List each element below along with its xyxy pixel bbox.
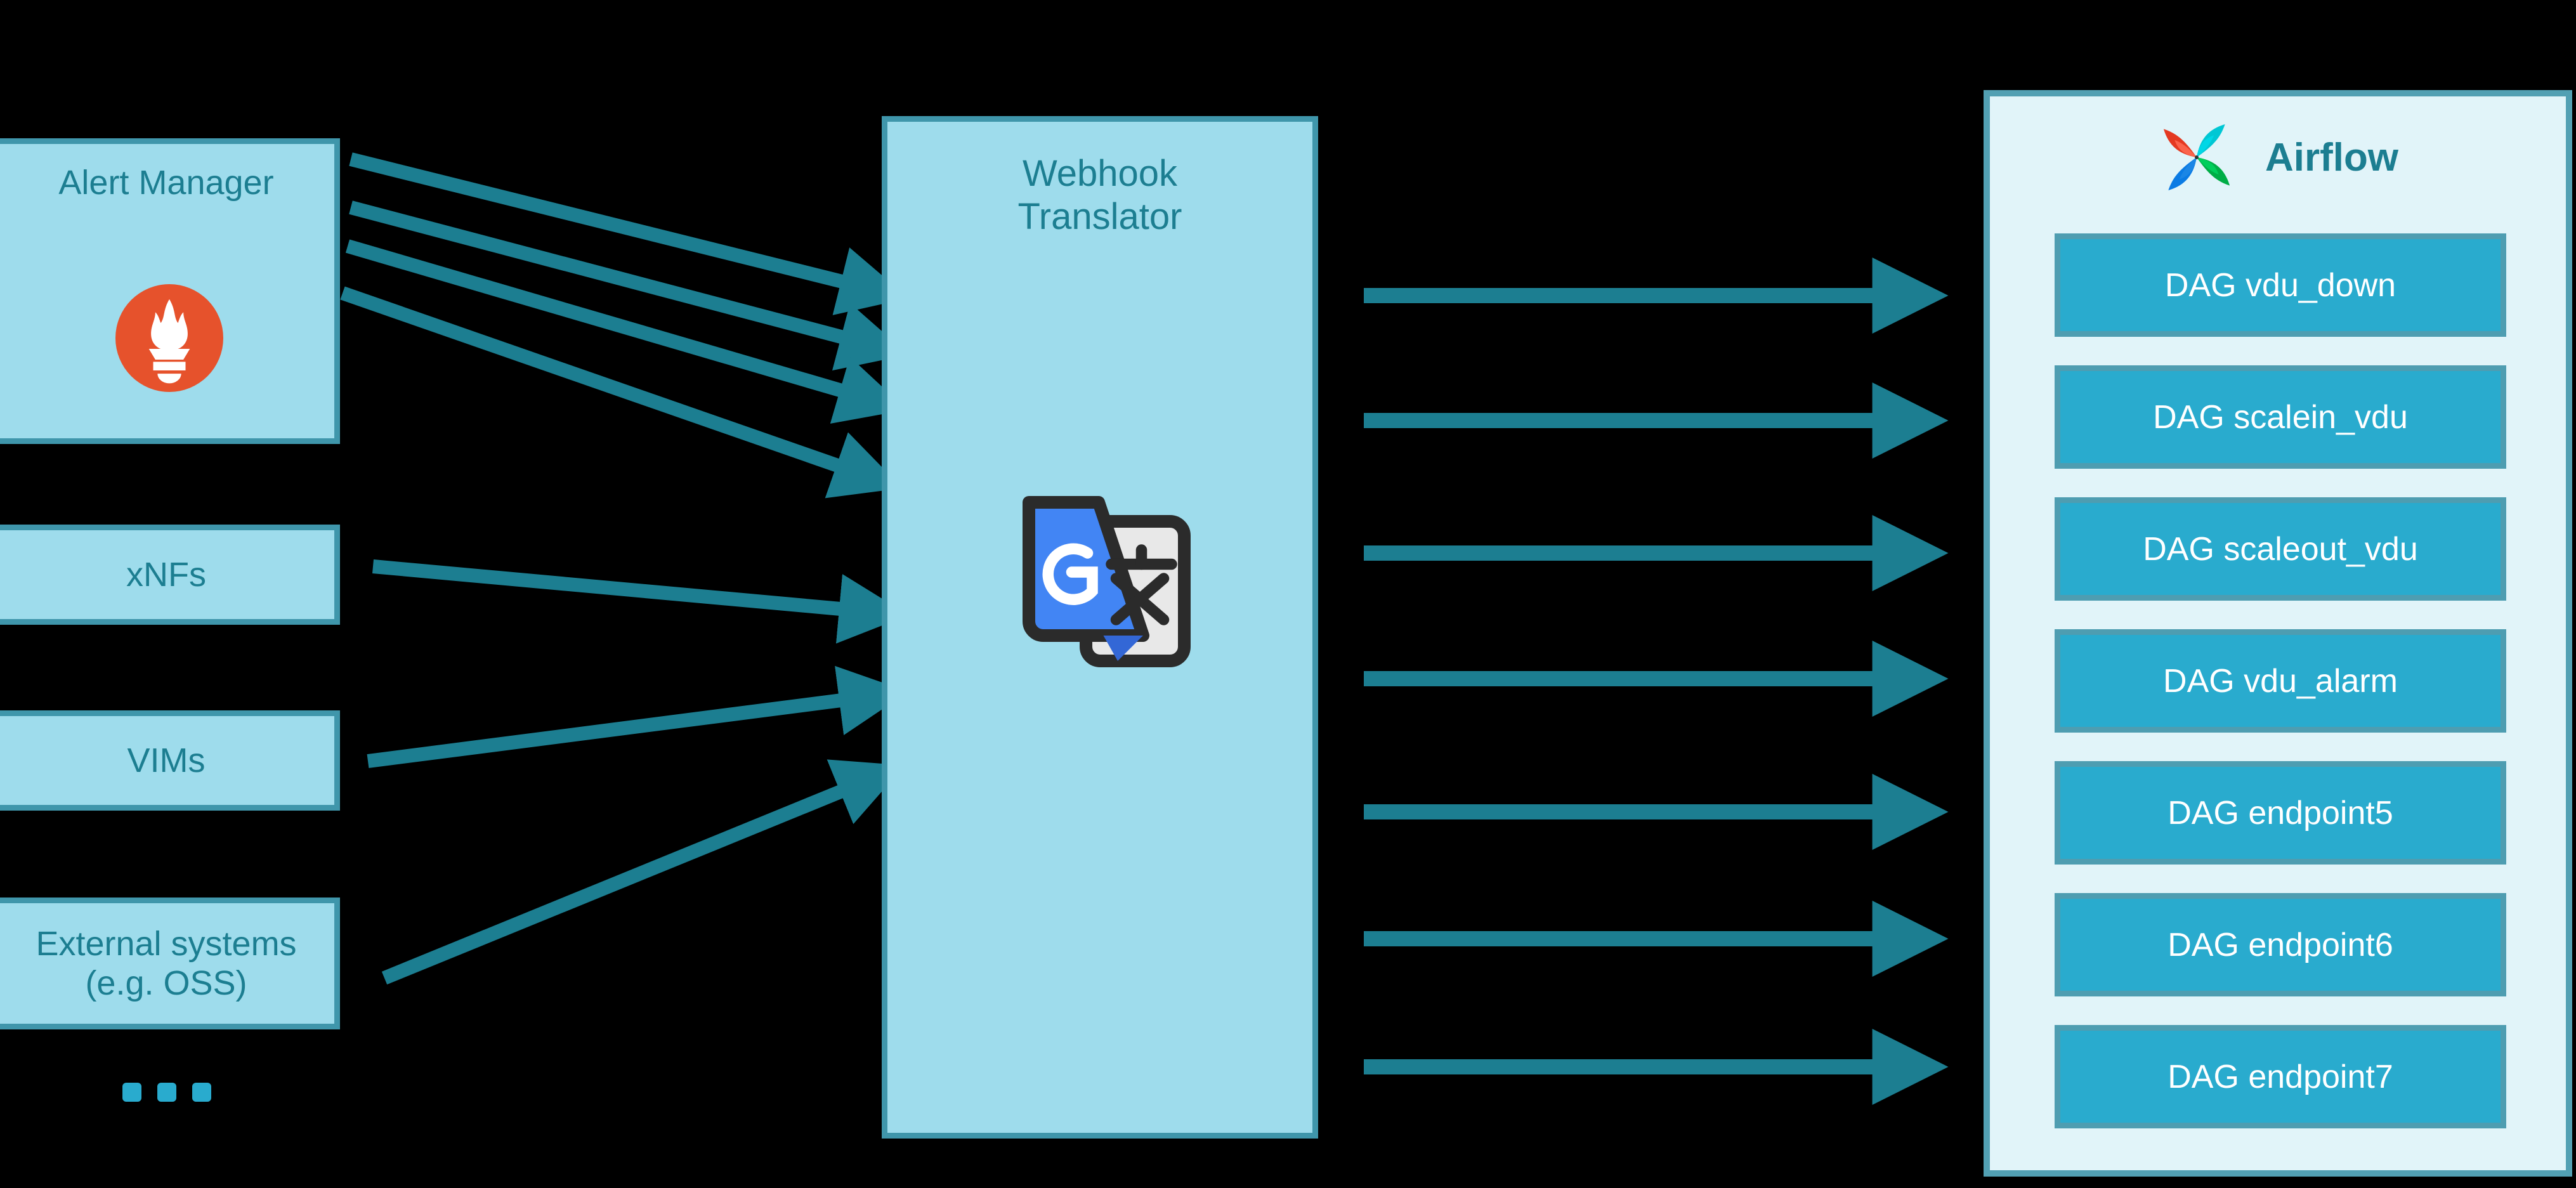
arrow-alertmanager-3 [345,239,907,424]
airflow-title: Airflow [2265,135,2399,180]
dag-label: DAG vdu_down [2164,266,2396,304]
dag-box-endpoint7[interactable]: DAG endpoint7 [2055,1025,2506,1128]
ellipsis-dot [122,1083,141,1102]
google-translate-icon [1023,496,1191,667]
dag-label: DAG scalein_vdu [2153,398,2408,436]
webhook-translator-box[interactable]: Webhook Translator [882,116,1318,1139]
dag-list: DAG vdu_down DAG scalein_vdu DAG scaleou… [2055,233,2506,1157]
dag-label: DAG scaleout_vdu [2143,530,2418,568]
dag-label: DAG endpoint7 [2167,1058,2393,1095]
webhook-translator-title: Webhook Translator [1017,153,1182,238]
source-label-xnfs: xNFs [126,555,206,594]
arrow-alertmanager-1 [349,152,909,315]
airflow-panel[interactable]: Airflow DAG vdu_down DAG scalein_vdu DAG… [1984,90,2572,1177]
dag-label: DAG endpoint6 [2167,926,2393,963]
dag-box-scalein-vdu[interactable]: DAG scalein_vdu [2055,365,2506,469]
ellipsis-dot [192,1083,211,1102]
airflow-pinwheel-logo [2163,124,2230,191]
source-label-external-systems: External systems (e.g. OSS) [36,924,297,1002]
airflow-header: Airflow [1990,113,2566,202]
ellipsis-dot [157,1083,176,1102]
ellipsis-indicator [122,1081,211,1103]
arrow-xnfs [372,559,909,644]
dag-label: DAG vdu_alarm [2163,662,2398,700]
dag-box-vdu-down[interactable]: DAG vdu_down [2055,233,2506,337]
arrow-external [381,759,905,985]
source-box-vims[interactable]: VIMs [0,710,340,811]
arrow-alertmanager-2 [349,200,909,371]
arrow-vims [367,665,909,768]
arrow-alertmanager-4 [340,286,903,499]
source-label-alert-manager: Alert Manager [58,164,274,202]
dag-box-endpoint5[interactable]: DAG endpoint5 [2055,761,2506,865]
dag-box-scaleout-vdu[interactable]: DAG scaleout_vdu [2055,497,2506,601]
source-label-vims: VIMs [127,741,206,780]
source-box-xnfs[interactable]: xNFs [0,525,340,625]
dag-box-endpoint6[interactable]: DAG endpoint6 [2055,893,2506,996]
dag-label: DAG endpoint5 [2167,794,2393,832]
dag-box-vdu-alarm[interactable]: DAG vdu_alarm [2055,629,2506,733]
source-box-external-systems[interactable]: External systems (e.g. OSS) [0,898,340,1029]
prometheus-torch-icon [115,284,223,392]
